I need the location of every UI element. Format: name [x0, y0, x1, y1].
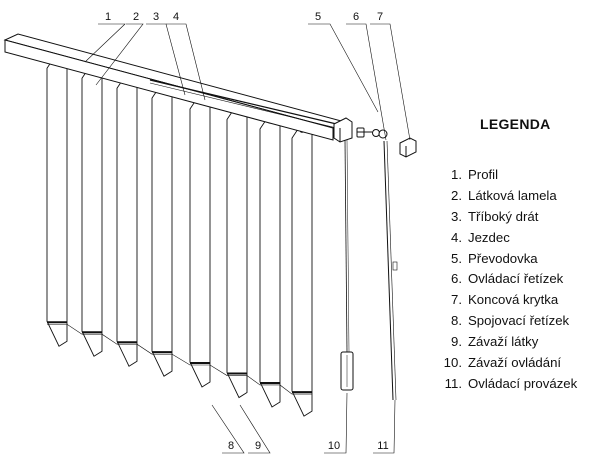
gearbox — [333, 117, 388, 143]
legend-item: 9. Závaží látky — [432, 332, 577, 353]
legend-item-label: Závaží látky — [468, 334, 539, 350]
callout-number: 2 — [133, 11, 139, 23]
callout-number: 5 — [315, 11, 321, 23]
legend-item-number: 5. — [451, 250, 462, 266]
legend-item-label: Koncová krytka — [468, 292, 559, 308]
fabric-slat — [291, 125, 313, 417]
callout-number: 3 — [153, 11, 159, 23]
end-cap — [399, 137, 417, 158]
callout-leader-line — [211, 404, 245, 454]
callout-leader-line — [373, 399, 396, 454]
legend-item: 5. Převodovka — [432, 249, 577, 270]
legend-item-number: 7. — [451, 292, 462, 308]
legend-item-label: Ovládací řetízek — [468, 271, 564, 287]
legend-item-label: Spojovací řetízek — [468, 313, 570, 329]
callout-leaders — [84, 23, 411, 454]
callout-number: 10 — [328, 440, 340, 452]
legend-item-number: 4. — [451, 229, 462, 245]
fabric-slat — [259, 116, 281, 408]
legend-item-label: Závaží ovládání — [468, 355, 562, 371]
fabric-slat — [116, 75, 138, 367]
callout-leader-line — [346, 23, 387, 141]
callout-number: 1 — [105, 11, 111, 23]
callout-leader-line — [324, 392, 348, 454]
legend-item-number: 3. — [451, 208, 462, 224]
legend-title: LEGENDA — [480, 116, 551, 132]
legend-item-label: Profil — [468, 167, 499, 182]
legend-item-label: Látková lamela — [468, 187, 557, 203]
legend-item-number: 6. — [451, 271, 462, 287]
fabric-slat — [46, 55, 68, 347]
legend-item: 3. Tříboký drát — [432, 207, 577, 228]
callout-leader-line — [308, 23, 379, 113]
legend-item: 2. Látková lamela — [432, 186, 577, 207]
callout-number: 6 — [353, 11, 359, 23]
legend-item-number: 10. — [443, 355, 462, 371]
callout-leader-line — [370, 23, 411, 141]
control-cord — [340, 139, 354, 391]
callout-leader-line — [84, 23, 126, 63]
legend-item-number: 11. — [444, 375, 462, 391]
control-chain — [383, 140, 398, 401]
callout-number: 7 — [377, 11, 383, 23]
callout-number: 4 — [173, 11, 179, 23]
legend-item: 8. Spojovací řetízek — [432, 311, 577, 332]
fabric-slat — [226, 106, 248, 399]
legend-item-number: 9. — [451, 334, 462, 350]
legend-item-number: 1. — [451, 167, 462, 182]
legend-item: 1. Profil — [432, 165, 577, 186]
callout-number: 11 — [377, 440, 388, 452]
legend-item-number: 8. — [451, 313, 462, 329]
legend-item: 10. Závaží ovládání — [432, 353, 577, 374]
legend-item-label: Ovládací provázek — [468, 375, 578, 391]
callout-number: 9 — [255, 440, 261, 452]
callout-leader-line — [95, 23, 144, 86]
legend-item-label: Tříboký drát — [468, 208, 539, 224]
legend-list: 1. Profil 2. Látková lamela 3. Tříboký drát 4.… — [432, 165, 578, 395]
fabric-slats — [46, 55, 313, 417]
connecting-chain — [47, 323, 312, 395]
fabric-slat — [189, 96, 211, 388]
legend-item-label: Převodovka — [468, 250, 538, 266]
callout-labels: 1 2 3 4 5 6 7 8 9 10 11 — [105, 11, 389, 452]
legend-item-label: Jezdec — [468, 229, 510, 245]
fabric-slat — [81, 65, 103, 357]
legend-item: 7. Koncová krytka — [432, 290, 577, 311]
fabric-slat — [151, 85, 173, 377]
legend-item: 4. Jezdec — [432, 228, 577, 249]
legend-item: 6. Ovládací řetízek — [432, 269, 577, 290]
legend-item: 11. Ovládací provázek — [432, 374, 578, 395]
callout-leader-line — [166, 23, 206, 101]
callout-number: 8 — [228, 440, 234, 452]
callout-leader-line — [239, 404, 271, 454]
legend-item-number: 2. — [451, 187, 462, 203]
